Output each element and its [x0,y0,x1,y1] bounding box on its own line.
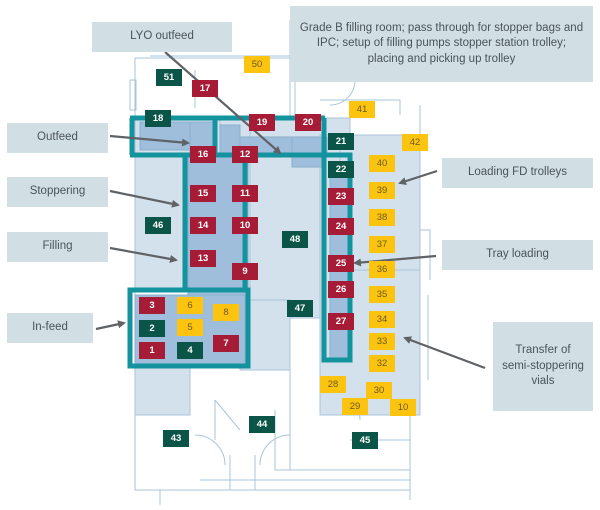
marker-red: 17 [192,80,218,97]
marker-green: 2 [139,320,165,337]
callout-filling: Filling [7,232,108,262]
marker-yellow: 36 [369,261,395,278]
arrow-stoppering [109,189,180,208]
marker-red: 24 [328,218,354,235]
marker-green: 43 [163,430,189,447]
marker-red: 27 [328,313,354,330]
callout-lyo-outfeed: LYO outfeed [92,22,232,52]
marker-yellow: 41 [349,101,375,118]
marker-red: 15 [190,185,216,202]
arrow-in-feed [95,320,126,331]
marker-yellow: 33 [369,333,395,350]
arrow-outfeed [109,134,190,147]
callout-in-feed: In-feed [7,313,93,343]
marker-yellow: 8 [213,304,239,321]
marker-red: 26 [328,281,354,298]
callout-grade-b-filling-room: Grade B filling room; pass through for s… [290,6,593,82]
arrow-tray-loading [353,254,437,267]
marker-red: 19 [249,114,275,131]
callout-tray-loading: Tray loading [442,240,593,270]
marker-green: 18 [145,110,171,127]
marker-red: 7 [213,335,239,352]
marker-red: 23 [328,188,354,205]
marker-red: 12 [232,146,258,163]
marker-red: 1 [139,342,165,359]
callout-outfeed: Outfeed [7,123,108,153]
callout-transfer-semi-stoppering: Transfer of semi-stoppering vials [493,322,593,411]
callout-loading-fd-trolleys: Loading FD trolleys [442,158,593,188]
marker-red: 14 [190,217,216,234]
marker-green: 22 [328,161,354,178]
marker-yellow: 5 [177,319,203,336]
arrow-transfer [403,336,486,370]
marker-green: 51 [156,69,182,86]
marker-yellow: 29 [342,398,368,415]
marker-yellow: 42 [402,134,428,151]
marker-red: 20 [295,114,321,131]
marker-yellow: 10 [390,399,416,416]
marker-green: 48 [282,231,308,248]
marker-yellow: 37 [369,236,395,253]
marker-yellow: 28 [320,376,346,393]
marker-red: 11 [232,185,258,202]
marker-red: 10 [232,217,258,234]
marker-green: 21 [328,133,354,150]
marker-red: 9 [232,263,258,280]
marker-yellow: 6 [177,297,203,314]
marker-green: 44 [249,416,275,433]
marker-green: 47 [287,300,313,317]
marker-yellow: 40 [369,155,395,172]
marker-yellow: 30 [366,382,392,399]
marker-yellow: 32 [369,355,395,372]
marker-yellow: 39 [369,182,395,199]
marker-green: 4 [177,342,203,359]
marker-green: 45 [352,432,378,449]
marker-yellow: 34 [369,311,395,328]
marker-yellow: 50 [244,56,270,73]
marker-yellow: 35 [369,286,395,303]
marker-yellow: 38 [369,209,395,226]
marker-green: 46 [145,217,171,234]
callout-arrows [95,51,486,370]
arrow-filling [109,246,178,263]
arrow-loading-fd [398,169,438,185]
marker-red: 16 [190,146,216,163]
marker-red: 25 [328,255,354,272]
arrow-lyo-outfeed [164,51,282,155]
marker-red: 13 [190,250,216,267]
callout-stoppering: Stoppering [7,177,108,207]
marker-red: 3 [139,297,165,314]
